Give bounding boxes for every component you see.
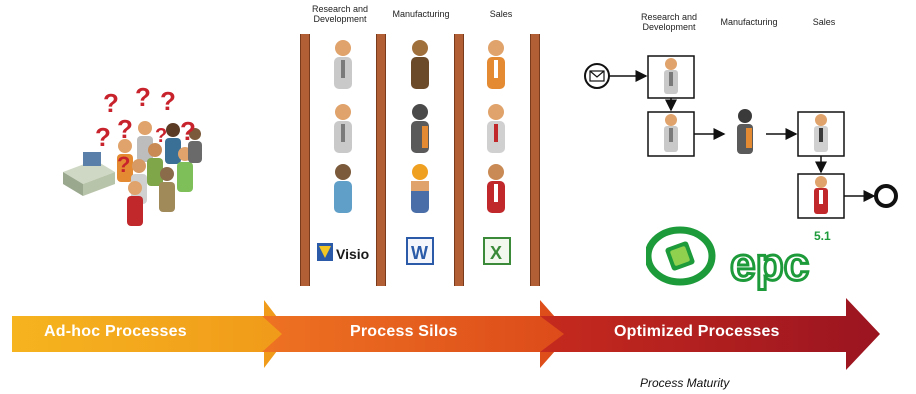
stage-arrow-silos (262, 300, 570, 368)
visio-icon (317, 243, 333, 261)
task-box (647, 55, 695, 99)
svg-text:?: ? (117, 152, 130, 177)
process-flow (584, 55, 898, 219)
svg-text:?: ? (103, 88, 119, 118)
stage-label-adhoc: Ad-hoc Processes (44, 323, 187, 340)
visio-label: Visio (336, 246, 369, 262)
person-figure (487, 104, 505, 153)
epc-logo-icon (644, 226, 716, 286)
excel-icon: X (483, 237, 511, 265)
axis-label: Process Maturity (640, 376, 730, 390)
svg-text:?: ? (95, 122, 111, 152)
visio-logo: Visio (316, 240, 374, 264)
person-figure (334, 40, 352, 89)
optimized-header-rd: Research and Development (640, 12, 698, 32)
question-marks: ? ? ? ? ? ? ? ? (95, 82, 196, 177)
svg-text:?: ? (155, 125, 167, 147)
task-box (797, 173, 845, 219)
word-icon: W (406, 237, 434, 265)
silo-pillar (300, 34, 310, 286)
person-figure (334, 104, 352, 153)
silo-header-manufacturing: Manufacturing (392, 9, 450, 19)
epc-logo-text: epc (730, 238, 809, 290)
person-figure (334, 164, 352, 213)
svg-text:?: ? (135, 82, 151, 112)
silo-pillar (454, 34, 464, 286)
person-figure (487, 40, 505, 89)
epc-logo: epc 5.1 (644, 218, 846, 292)
stage-label-silos: Process Silos (350, 323, 458, 340)
task-box (797, 111, 845, 157)
svg-text:?: ? (160, 86, 176, 116)
svg-text:?: ? (180, 116, 196, 146)
word-logo: W (405, 236, 435, 266)
start-event-icon (584, 63, 610, 89)
silo-header-sales: Sales (489, 9, 513, 19)
person-figure (411, 40, 429, 89)
silo-header-rd: Research and Development (311, 4, 369, 24)
stage-label-optimized: Optimized Processes (614, 323, 780, 340)
person-figure (737, 109, 753, 154)
silo-pillar (376, 34, 386, 286)
desk-icon (63, 152, 115, 196)
person-figure (411, 164, 429, 213)
stage-arrow-adhoc (12, 300, 290, 368)
task-box (647, 111, 695, 157)
excel-logo: X (482, 236, 512, 266)
excel-label: X (490, 243, 502, 263)
stage-arrow-optimized (540, 298, 880, 370)
crowd-people (117, 121, 202, 226)
person-figure (411, 104, 429, 153)
person-figure (487, 164, 505, 213)
end-event-icon (874, 184, 898, 208)
optimized-header-sales: Sales (812, 17, 836, 27)
silo-pillar (530, 34, 540, 286)
silo-people (334, 40, 505, 213)
maturity-arrow: Ad-hoc Processes Process Silos Optimized… (0, 296, 916, 372)
epc-version: 5.1 (814, 229, 831, 243)
adhoc-crowd: ? ? ? ? ? ? ? ? (55, 80, 215, 230)
svg-text:?: ? (117, 114, 133, 144)
word-label: W (411, 243, 428, 263)
optimized-header-manufacturing: Manufacturing (720, 17, 778, 27)
